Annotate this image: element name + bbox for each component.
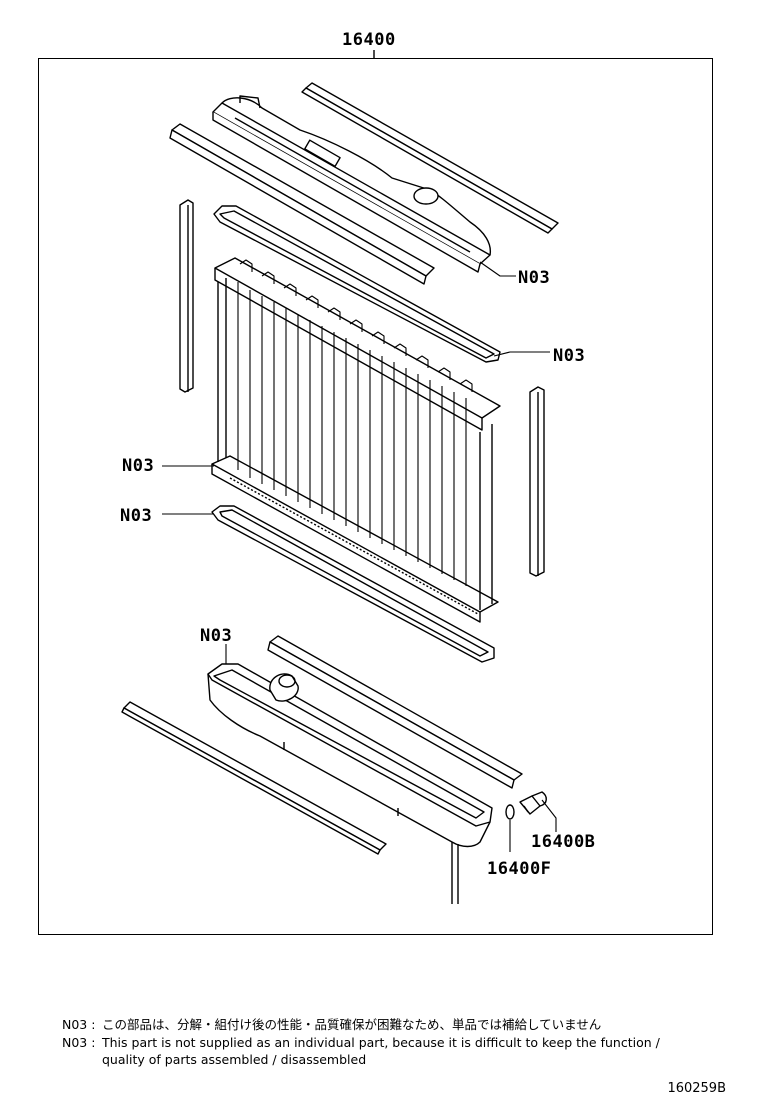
note-english-continued: quality of parts assembled / disassemble… [102,1052,367,1067]
assembly-number-label: 16400 [342,30,396,50]
radiator-core [211,257,501,623]
upper-gasket [213,205,501,363]
callout-upper-tank: N03 [518,268,551,288]
reference-number: 160259B [667,1081,726,1096]
lower-tank [207,663,493,904]
lower-gasket [211,505,495,663]
upper-left-seal [169,123,435,285]
left-side-seal [179,199,194,393]
note-code: N03 : [62,1035,96,1050]
diagram-frame [38,58,713,935]
note-english: N03 : This part is not supplied as an ind… [62,1035,660,1050]
drain-cock [519,791,547,815]
callout-lower-tank: N03 [200,626,233,646]
callout-lower-gasket: N03 [120,506,153,526]
note-text: この部品は、分解・組付け後の性能・品質確保が困難なため、単品では補給していません [102,1017,602,1032]
leader-upper-tank [479,261,516,277]
lower-right-seal [267,635,523,789]
note-japanese: N03 : この部品は、分解・組付け後の性能・品質確保が困難なため、単品では補給し… [62,1014,601,1033]
callout-drain-cock: 16400B [531,832,596,852]
lower-left-seal [121,701,387,855]
note-code: N03 : [62,1017,96,1032]
upper-right-seal [301,82,559,234]
right-side-seal [529,386,545,577]
callout-core-seal: N03 [122,456,155,476]
leader-upper-gasket [493,351,550,357]
leader-drain-cock [541,799,557,832]
callout-upper-gasket: N03 [553,346,586,366]
upper-tank [212,95,492,273]
note-text: This part is not supplied as an individu… [102,1035,660,1050]
o-ring [505,804,515,820]
callout-o-ring: 16400F [487,859,552,879]
